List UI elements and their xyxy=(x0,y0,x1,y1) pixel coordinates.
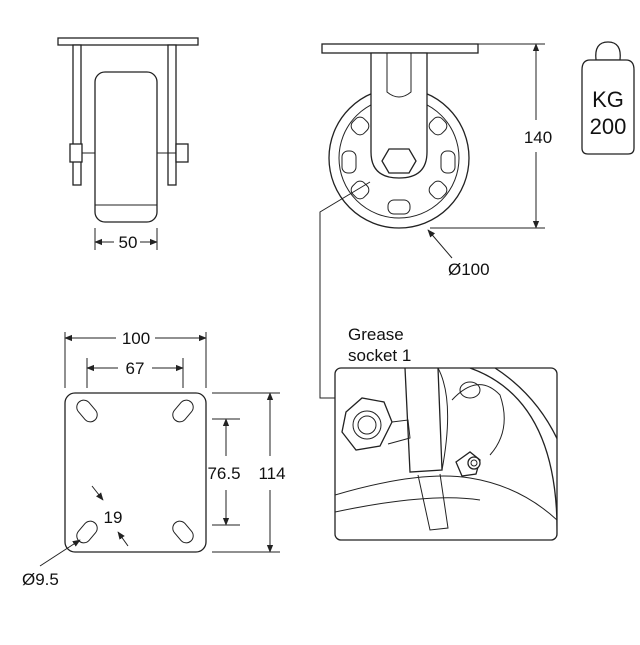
load-unit-label: KG xyxy=(592,87,624,112)
hole-spacing-x-label: 67 xyxy=(126,359,145,378)
side-view xyxy=(319,43,545,399)
top-plate-view xyxy=(39,332,280,567)
grease-nipple-icon xyxy=(455,451,481,477)
grease-label-line2: socket 1 xyxy=(348,346,411,365)
load-weight-icon xyxy=(581,41,635,155)
front-view xyxy=(57,37,199,250)
slot-length-label: 19 xyxy=(104,508,123,527)
wheel-width-label: 50 xyxy=(119,233,138,252)
load-value-label: 200 xyxy=(590,114,627,139)
plate-width-label: 100 xyxy=(122,329,150,348)
grease-label-line1: Grease xyxy=(348,325,404,344)
wheel-height-label: 140 xyxy=(524,128,552,147)
wheel-diameter-label: Ø100 xyxy=(448,260,490,279)
hole-spacing-y-label: 76.5 xyxy=(207,464,240,483)
plate-length-label: 114 xyxy=(258,464,285,483)
grease-socket-detail xyxy=(334,367,558,541)
hole-diameter-label: Ø9.5 xyxy=(22,570,59,589)
